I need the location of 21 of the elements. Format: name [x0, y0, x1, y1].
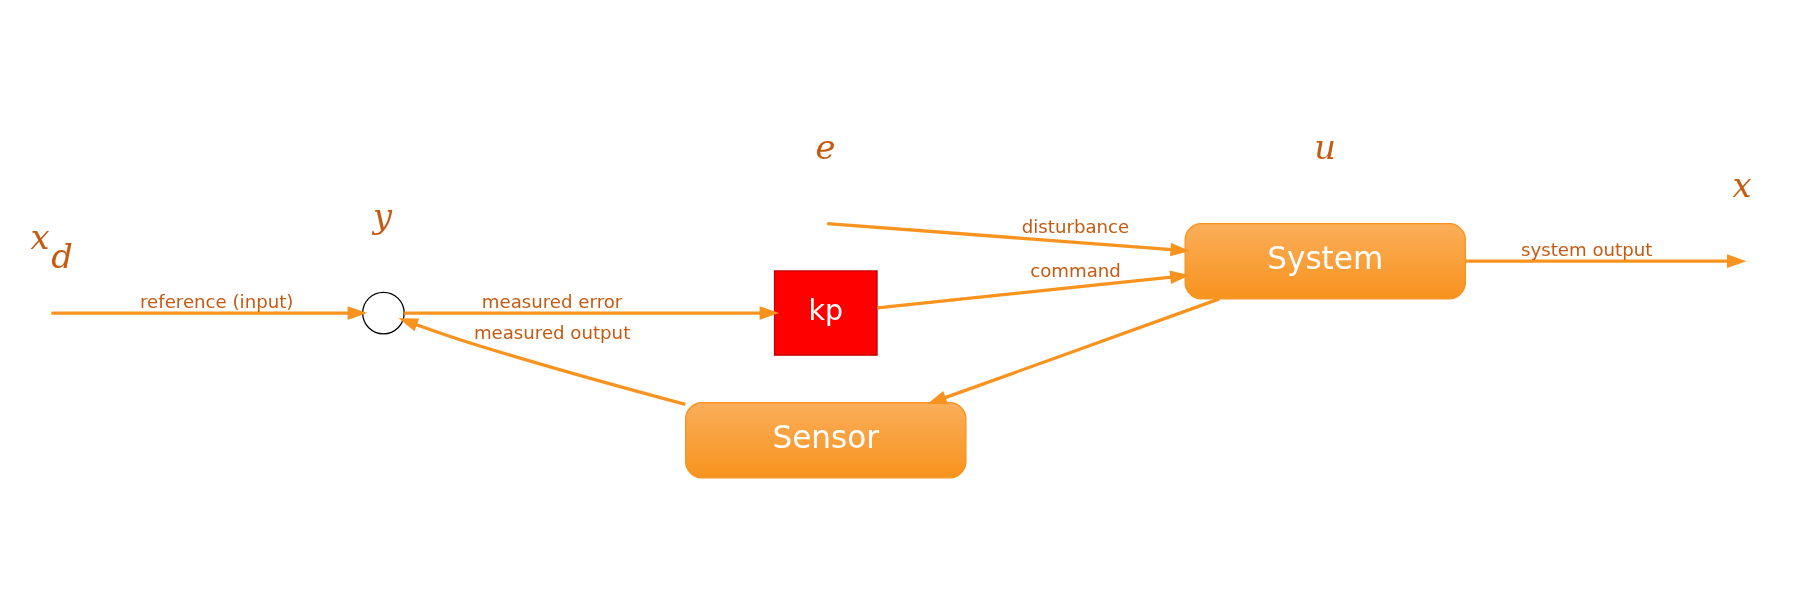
arrow: [827, 221, 1190, 256]
label: e: [815, 127, 836, 167]
edge-label: measured error: [481, 290, 623, 312]
node-box: Sensor: [685, 401, 967, 478]
label: y: [373, 196, 393, 236]
edge-label: disturbance: [1021, 215, 1130, 237]
arrow: [398, 317, 686, 406]
arrow: [1465, 253, 1747, 268]
edge-label: measured output: [473, 321, 631, 343]
edge-label: system output: [1521, 238, 1653, 260]
label: u: [1314, 127, 1336, 167]
arrow: [877, 269, 1190, 309]
node-box: kp: [773, 269, 878, 356]
arrow: [51, 305, 368, 320]
node-box: System: [1184, 222, 1466, 299]
node-circle: [362, 291, 405, 334]
arrow: [927, 296, 1220, 404]
arrow: [404, 305, 780, 320]
label: x: [1732, 165, 1752, 205]
edge-label: command: [1030, 259, 1121, 281]
edge-label: reference (input): [140, 290, 294, 312]
